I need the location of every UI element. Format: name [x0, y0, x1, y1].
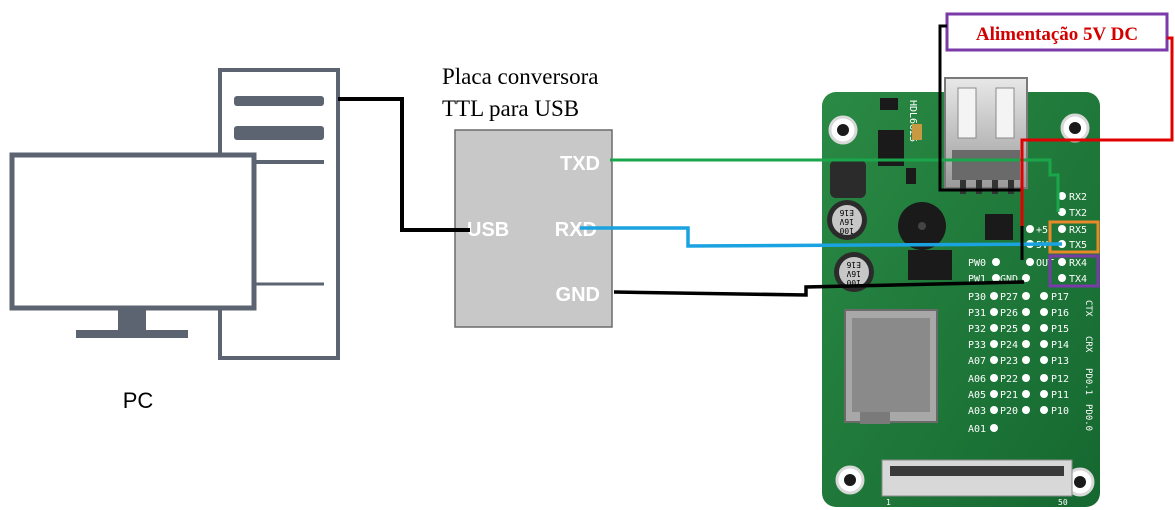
- svg-text:PW0: PW0: [968, 258, 986, 269]
- svg-text:RX4: RX4: [1069, 258, 1087, 269]
- mounting-holes: [828, 113, 1095, 497]
- pin-col-2-dots: [1022, 292, 1030, 414]
- svg-text:+5: +5: [1036, 225, 1048, 236]
- svg-text:P15: P15: [1051, 324, 1069, 335]
- converter-pin-rxd: RXD: [555, 219, 597, 241]
- svg-text:E16: E16: [846, 260, 861, 269]
- svg-text:P17: P17: [1051, 292, 1069, 303]
- svg-text:P33: P33: [968, 340, 986, 351]
- pin-col-3-dots: [1040, 292, 1048, 414]
- pin-rx2: RX2: [1058, 192, 1087, 203]
- svg-text:A07: A07: [968, 356, 986, 367]
- svg-text:P31: P31: [968, 308, 986, 319]
- pin-tx4: TX4: [1058, 274, 1087, 285]
- pin-col-1: P30 P31 P32 P33 A07 A06 A05 A03 A01: [968, 292, 986, 435]
- svg-text:P26: P26: [1000, 308, 1018, 319]
- pin-col-3: P17 P16 P15 P14 P13 P12 P11 P10: [1051, 292, 1069, 417]
- svg-text:RX2: RX2: [1069, 192, 1087, 203]
- pin-rx5: RX5: [1058, 225, 1087, 236]
- pc-drive-bay-3: [234, 160, 324, 164]
- pin-col-1-dots: [990, 292, 998, 432]
- svg-text:A03: A03: [968, 406, 986, 417]
- converter-pin-txd: TXD: [560, 153, 600, 175]
- svg-text:A01: A01: [968, 424, 986, 435]
- svg-text:P23: P23: [1000, 356, 1018, 367]
- pc-monitor-stand: [118, 308, 146, 330]
- svg-text:50: 50: [1058, 498, 1068, 507]
- svg-text:1: 1: [886, 498, 891, 507]
- svg-text:P30: P30: [968, 292, 986, 303]
- power-supply-callout: Alimentação 5V DC: [945, 12, 1169, 52]
- svg-text:RX5: RX5: [1069, 225, 1087, 236]
- pc-drive-bay-2: [234, 126, 324, 140]
- usb-cable-wire: [338, 97, 470, 232]
- svg-text:P27: P27: [1000, 292, 1018, 303]
- chip-silkscreen: HDL6625: [907, 100, 918, 142]
- pc-label: PC: [123, 388, 154, 413]
- svg-text:P25: P25: [1000, 324, 1018, 335]
- rxd-wire: [580, 226, 1063, 248]
- fpc-connector: 1 50: [881, 459, 1073, 507]
- svg-text:CRX: CRX: [1083, 336, 1093, 353]
- converter-pin-gnd: GND: [556, 284, 600, 306]
- svg-text:PD0.1: PD0.1: [1083, 368, 1093, 395]
- svg-text:A06: A06: [968, 374, 986, 385]
- svg-text:16V: 16V: [839, 217, 854, 226]
- svg-text:E16: E16: [839, 208, 854, 217]
- electrolytic-capacitor-1: 100 16V E16: [827, 200, 867, 240]
- gnd-wire: [613, 280, 1025, 297]
- pc-monitor: [9, 152, 257, 311]
- svg-text:P22: P22: [1000, 374, 1018, 385]
- svg-text:PD0.0: PD0.0: [1083, 404, 1093, 431]
- header-pins-pw: PW0 PW1: [968, 258, 1000, 285]
- ttl-usb-converter: Placa conversora TTL para USB TXD RXD GN…: [442, 64, 613, 328]
- pc-illustration: PC: [9, 68, 340, 413]
- pin-tx2: TX2: [1058, 208, 1087, 219]
- svg-text:P24: P24: [1000, 340, 1018, 351]
- pin-rx4: RX4: [1058, 258, 1087, 269]
- power-label: Alimentação 5V DC: [976, 24, 1138, 45]
- pin-grid: P30 P31 P32 P33 A07 A06 A05 A03 A01 P27 …: [968, 292, 1093, 435]
- pc-drive-bay-1: [234, 96, 324, 106]
- tx4-highlight-box: [1048, 254, 1100, 288]
- target-board: HDL6625 100 16V E16 100 16V E16: [822, 77, 1100, 507]
- svg-text:P14: P14: [1051, 340, 1069, 351]
- svg-text:P10: P10: [1051, 406, 1069, 417]
- svg-text:P32: P32: [968, 324, 986, 335]
- pc-monitor-base: [76, 330, 188, 338]
- svg-text:100: 100: [846, 278, 861, 287]
- usb-a-socket: [944, 77, 1028, 194]
- svg-text:TX5: TX5: [1069, 240, 1087, 251]
- converter-pin-usb: USB: [467, 219, 509, 241]
- svg-text:P16: P16: [1051, 308, 1069, 319]
- svg-text:P13: P13: [1051, 356, 1069, 367]
- svg-text:CTX: CTX: [1083, 300, 1093, 317]
- svg-text:OUT: OUT: [1036, 258, 1054, 269]
- svg-text:TX4: TX4: [1069, 274, 1087, 285]
- power-positive-wire: [1020, 36, 1174, 226]
- converter-title-line2: TTL para USB: [442, 96, 579, 121]
- power-label-box: [945, 12, 1169, 52]
- electrolytic-capacitor-2: 100 16V E16: [834, 252, 874, 292]
- svg-text:GND: GND: [1000, 274, 1018, 285]
- pin-col-2: P27 P26 P25 P24 P23 P22 P21 P20: [1000, 292, 1018, 417]
- txd-wire: [610, 158, 1060, 212]
- svg-text:P11: P11: [1051, 390, 1069, 401]
- svg-text:A05: A05: [968, 390, 986, 401]
- tx5-highlight-box: [1048, 220, 1100, 254]
- svg-text:P20: P20: [1000, 406, 1018, 417]
- sd-card-slot: [844, 309, 938, 424]
- svg-text:P12: P12: [1051, 374, 1069, 385]
- svg-text:100: 100: [839, 226, 854, 235]
- side-labels: CTX CRX PD0.1 PD0.0: [1083, 300, 1093, 431]
- svg-text:PW1: PW1: [968, 274, 986, 285]
- converter-title-line1: Placa conversora: [442, 64, 598, 89]
- header-pins-right: RX2 TX2 RX5 TX5 RX4 TX4: [1058, 192, 1087, 285]
- wires: [338, 24, 1174, 297]
- svg-text:P21: P21: [1000, 390, 1018, 401]
- svg-text:16V: 16V: [846, 269, 861, 278]
- svg-text:TX2: TX2: [1069, 208, 1087, 219]
- inductor: [830, 160, 866, 198]
